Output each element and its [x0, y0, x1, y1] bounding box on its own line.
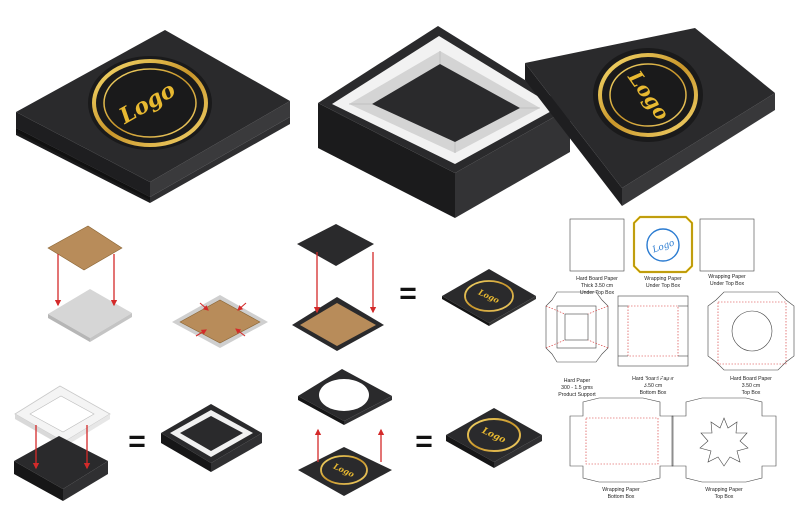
under-top-logo-text: Logo: [650, 238, 676, 256]
arrow-corner: [235, 328, 246, 337]
label-bottom-board-3: Bottom Box: [640, 390, 667, 396]
dieline-labels: Hard Board Paper Thick 3.50 cm Under Top…: [558, 274, 772, 500]
lid-window-step: Logo = Logo: [298, 369, 542, 496]
label-wrapping-under-top-1: Wrapping Paper: [644, 276, 682, 282]
arrow-corner: [195, 329, 207, 337]
dieline-hard-board: [569, 218, 625, 272]
label-wrapping-under-top-b1: Wrapping Paper: [708, 274, 746, 280]
dieline-wrapping-under-top: [632, 215, 694, 274]
label-top-board-2: 3.50 cm: [742, 383, 760, 389]
dielines: [545, 215, 795, 483]
label-wrapping-top-1: Wrapping Paper: [705, 487, 743, 493]
label-hard-board-2: Thick 3.50 cm: [581, 283, 613, 289]
label-hard-paper-1: Hard Paper: [564, 378, 591, 384]
dieline-wrapping-under-top-2: [699, 218, 755, 272]
label-bottom-board-1: Hard Board Paper: [632, 376, 674, 382]
label-wrapping-bottom-1: Wrapping Paper: [602, 487, 640, 493]
arrow-corner: [237, 302, 247, 311]
watermark-brand: VCG: [592, 372, 627, 389]
lid-assembly-step: [47, 225, 268, 348]
open-bottom-box: [318, 26, 570, 218]
label-wrapping-top-2: Top Box: [715, 494, 734, 500]
closed-box: Logo: [16, 30, 290, 203]
label-hard-board-3: Under Top Box: [580, 290, 615, 296]
label-top-board-3: Top Box: [742, 390, 761, 396]
tray-assembly-step: =: [14, 385, 262, 501]
label-wrapping-under-top-b2: Under Top Box: [710, 281, 745, 287]
dieline-hard-paper-support: [545, 291, 609, 363]
label-wrapping-bottom-2: Bottom Box: [608, 494, 635, 500]
arrow-corner: [199, 302, 209, 311]
equals-sign: =: [399, 277, 417, 310]
watermark: VCG VCG21125: [592, 370, 704, 390]
equals-sign: =: [415, 425, 433, 458]
watermark-code: VCG21125: [655, 375, 704, 386]
label-hard-paper-2: 300 - 1.5 gms: [561, 385, 593, 391]
dieline-wrapping-top: [671, 397, 777, 483]
box-lid: Logo: [525, 28, 775, 206]
label-hard-board-1: Hard Board Paper: [576, 276, 618, 282]
equals-sign: =: [128, 425, 146, 458]
label-top-board-1: Hard Board Paper: [730, 376, 772, 382]
dieline-wrapping-bottom: [569, 397, 674, 483]
starburst-cutout: [699, 417, 749, 467]
dieline-top-box-board: [707, 291, 795, 371]
label-wrapping-under-top-2: Under Top Box: [646, 283, 681, 289]
dieline-bottom-box-board: [617, 295, 689, 367]
lid-wrap-step: = Logo: [292, 224, 536, 351]
label-bottom-board-2: 3.50 cm: [644, 383, 662, 389]
label-hard-paper-3: Product Support: [558, 392, 596, 398]
